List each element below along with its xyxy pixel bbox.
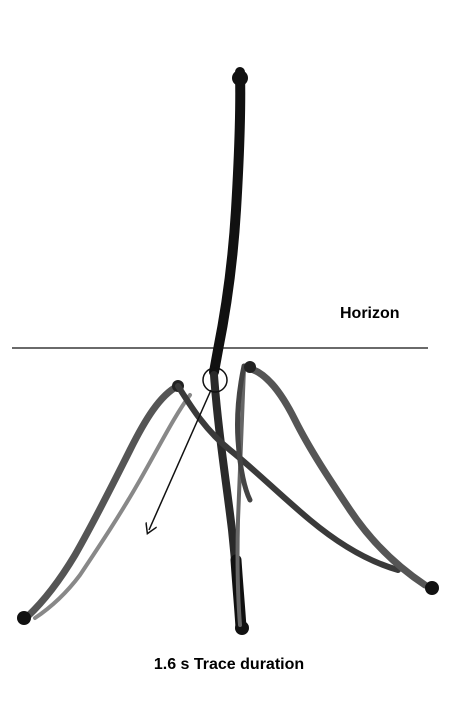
trace-duration-caption: 1.6 s Trace duration xyxy=(0,656,458,674)
main-vertical-trace xyxy=(214,72,240,372)
bottom-end-blob xyxy=(235,621,249,635)
left-trace xyxy=(28,386,178,616)
right-trace xyxy=(248,368,425,585)
right-end-blob xyxy=(425,581,439,595)
right-peak-blob xyxy=(244,361,256,373)
top-end-blob xyxy=(232,70,248,86)
left-end-blob xyxy=(17,611,31,625)
horizon-label: Horizon xyxy=(340,305,400,323)
